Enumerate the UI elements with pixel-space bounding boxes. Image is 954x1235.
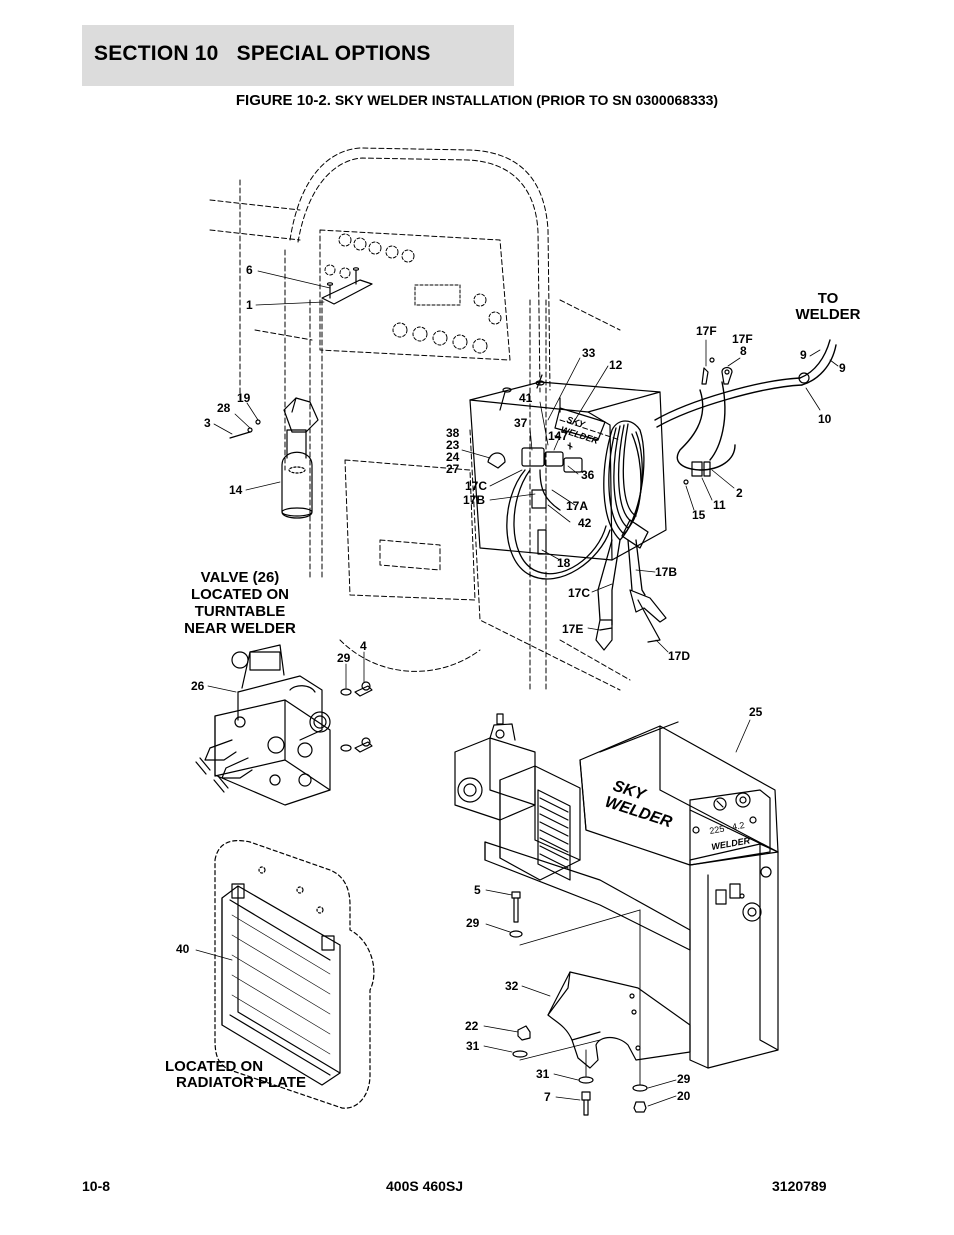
callout-14: 14 bbox=[229, 483, 243, 497]
note-valve-line1: VALVE (26) bbox=[201, 569, 280, 586]
model-number: 400S 460SJ bbox=[386, 1178, 464, 1194]
callout-147: 147 bbox=[548, 429, 568, 443]
electrode-holder bbox=[629, 589, 667, 643]
callout-27: 27 bbox=[446, 462, 460, 476]
note-radiator-line2: RADIATOR PLATE bbox=[176, 1074, 306, 1091]
callout-17f: 17F bbox=[696, 324, 717, 338]
callout-8: 8 bbox=[740, 344, 747, 358]
note-valve-line4: NEAR WELDER bbox=[184, 620, 296, 637]
callout-3: 3 bbox=[204, 416, 211, 430]
ground-clamp bbox=[595, 619, 613, 651]
document-number: 3120789 bbox=[772, 1178, 827, 1194]
note-valve-line3: TURNTABLE bbox=[195, 603, 286, 620]
callout-32: 32 bbox=[505, 979, 519, 993]
callout-15: 15 bbox=[692, 508, 706, 522]
callout-17b: 17B bbox=[463, 493, 485, 507]
callout-24: 24 bbox=[446, 450, 460, 464]
callout-17b-lower: 17B bbox=[655, 565, 677, 579]
callout-36: 36 bbox=[581, 468, 595, 482]
oil-cooler-fins bbox=[231, 914, 331, 1055]
callout-4: 4 bbox=[360, 639, 367, 653]
fire-extinguisher bbox=[229, 397, 319, 519]
callout-23: 23 bbox=[446, 438, 460, 452]
welder-mounting-bracket bbox=[547, 971, 691, 1069]
callout-31-second: 31 bbox=[536, 1067, 550, 1081]
alignment-lines bbox=[519, 909, 641, 1086]
callout-19: 19 bbox=[237, 391, 251, 405]
callout-17f-second: 17F bbox=[732, 332, 753, 346]
callout-1: 1 bbox=[246, 298, 253, 312]
diagram-notes: TO WELDER VALVE (26) LOCATED ON TURNTABL… bbox=[165, 290, 861, 1091]
hydraulic-valve bbox=[195, 644, 373, 806]
section-title: SECTION 10 SPECIAL OPTIONS bbox=[94, 42, 431, 65]
callout-7: 7 bbox=[544, 1090, 551, 1104]
note-to-welder-line1: TO bbox=[818, 290, 839, 307]
callout-17a: 17A bbox=[566, 499, 588, 513]
note-radiator-line1: LOCATED ON bbox=[165, 1058, 263, 1075]
callout-9: 9 bbox=[800, 348, 807, 362]
callout-6: 6 bbox=[246, 263, 253, 277]
callout-17c: 17C bbox=[465, 479, 487, 493]
callout-28: 28 bbox=[217, 401, 231, 415]
callout-12: 12 bbox=[609, 358, 623, 372]
callout-17c-lower: 17C bbox=[568, 586, 590, 600]
callout-29-mid: 29 bbox=[466, 916, 480, 930]
welder-brand-badge: WELDER bbox=[711, 835, 752, 852]
platform-console bbox=[209, 147, 631, 691]
section-banner: SECTION 10 SPECIAL OPTIONS bbox=[82, 25, 514, 86]
sky-welder-label bbox=[554, 407, 606, 441]
console-buttons bbox=[324, 233, 502, 354]
callout-11: 11 bbox=[713, 498, 726, 512]
callout-42: 42 bbox=[578, 516, 592, 530]
cable-lugs bbox=[683, 357, 810, 485]
callout-37: 37 bbox=[514, 416, 528, 430]
callout-20: 20 bbox=[677, 1089, 691, 1103]
leader-lines bbox=[195, 270, 839, 1107]
welder-control-box: SKY WELDER bbox=[469, 374, 667, 561]
callout-18: 18 bbox=[557, 556, 571, 570]
callout-9-second: 9 bbox=[839, 361, 846, 375]
cooling-fins bbox=[537, 789, 571, 881]
oil-cooler bbox=[221, 883, 341, 1086]
callout-29: 29 bbox=[337, 651, 351, 665]
welder-power-cables bbox=[654, 339, 837, 471]
callout-25: 25 bbox=[749, 705, 763, 719]
callout-29-lower: 29 bbox=[677, 1072, 691, 1086]
callout-33: 33 bbox=[582, 346, 596, 360]
figure-number: FIGURE 10-2. bbox=[235, 92, 331, 109]
callout-40: 40 bbox=[176, 942, 190, 956]
callout-31: 31 bbox=[466, 1039, 480, 1053]
sky-welder-unit: 225 - 4.2 WELDER SKY WELDER bbox=[454, 713, 779, 1069]
mounting-plate-studs bbox=[321, 267, 373, 305]
figure-caption: SKY WELDER INSTALLATION (PRIOR TO SN 030… bbox=[334, 92, 719, 108]
callout-38: 38 bbox=[446, 426, 460, 440]
callout-17e: 17E bbox=[562, 622, 583, 636]
callout-41: 41 bbox=[519, 391, 533, 405]
callout-26: 26 bbox=[191, 679, 205, 693]
control-cables bbox=[506, 469, 611, 580]
figure-title: FIGURE 10-2. SKY WELDER INSTALLATION (PR… bbox=[0, 92, 954, 109]
mounting-hardware bbox=[509, 891, 648, 1116]
note-to-welder-line2: WELDER bbox=[796, 306, 861, 323]
callout-22: 22 bbox=[465, 1019, 479, 1033]
radiator-plate bbox=[214, 839, 375, 1109]
page-number: 10-8 bbox=[82, 1178, 111, 1194]
callout-10: 10 bbox=[818, 412, 832, 426]
callout-5: 5 bbox=[474, 883, 481, 897]
callout-17d: 17D bbox=[668, 649, 690, 663]
callouts: 6 1 19 28 3 14 41 33 12 37 38 23 24 27 1… bbox=[176, 263, 846, 1104]
callout-2: 2 bbox=[736, 486, 743, 500]
note-valve-line2: LOCATED ON bbox=[191, 586, 289, 603]
